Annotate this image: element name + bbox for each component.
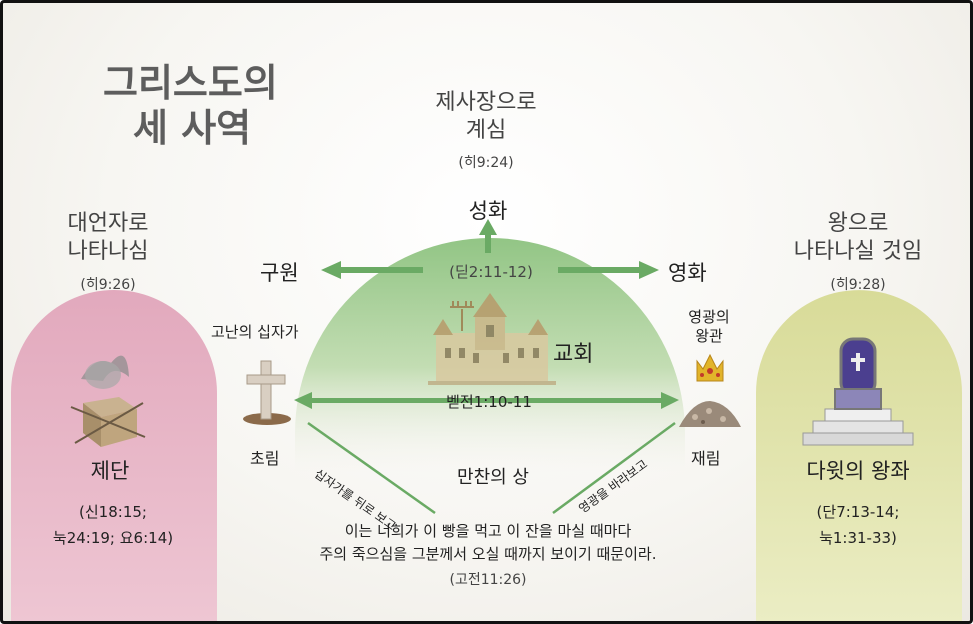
king-panel-refs-line2: 눅1:31-33) (819, 529, 897, 547)
priest-heading-line1: 제사장으로 (435, 90, 537, 115)
diag-line-right (552, 421, 676, 515)
main-title-line2: 세 사역 (133, 106, 252, 150)
altar-icon (70, 355, 146, 447)
prophet-panel-refs-line1: (신18:15; (79, 503, 147, 521)
church-illustration (428, 293, 556, 385)
glorification-label: 영화 (668, 261, 707, 285)
first-coming-label: 초림 (250, 449, 280, 468)
verse-line1: 이는 너희가 이 빵을 먹고 이 잔을 마실 때마다 (344, 522, 632, 540)
dome-reference: (딛2:11-12) (449, 263, 533, 281)
king-heading-line2: 나타나실 것임 (793, 239, 923, 264)
second-coming-label: 재림 (691, 449, 721, 468)
diag-line-left (307, 421, 436, 515)
prophet-reference: (히9:26) (80, 277, 136, 293)
menorah-icon (450, 301, 474, 331)
main-title-line1: 그리스도의 (103, 61, 278, 105)
altar-label: 제단 (90, 459, 130, 483)
throne-icon (802, 337, 914, 446)
up-arrow-head (479, 219, 497, 235)
verse-reference: (고전11:26) (449, 572, 527, 588)
prophet-heading-line2: 나타나심 (67, 239, 149, 264)
prophet-panel-refs-line2: 눅24:19; 요6:14) (52, 529, 174, 547)
crown-caption-line2: 왕관 (695, 327, 723, 345)
sanctification-label: 성화 (468, 199, 508, 223)
supper-label: 만찬의 상 (457, 467, 529, 488)
horizontal-reference: 벧전1:10-11 (446, 393, 532, 411)
left-arrow-head (321, 261, 341, 279)
priest-reference: (히9:24) (458, 155, 514, 171)
verse-line2: 주의 죽으심을 그분께서 오실 때까지 보이기 때문이라. (319, 545, 657, 563)
king-heading-line1: 왕으로 (827, 211, 889, 236)
prophet-heading-line1: 대언자로 (67, 211, 149, 236)
throne-label: 다윗의 왕좌 (806, 459, 910, 483)
king-panel (756, 290, 962, 621)
cross-icon (243, 360, 291, 425)
prophet-panel (11, 290, 217, 621)
horizontal-arrow-left-head (294, 392, 312, 409)
king-reference: (히9:28) (830, 277, 886, 293)
cross-caption: 고난의 십자가 (211, 323, 299, 341)
right-arrow-head (639, 261, 659, 279)
crown-caption-line1: 영광의 (688, 308, 730, 326)
rubble-icon (679, 401, 741, 427)
horizontal-arrow-right-head (661, 392, 679, 409)
priest-heading-line2: 계심 (465, 118, 507, 143)
diagram-graphics (11, 219, 962, 621)
salvation-label: 구원 (260, 261, 299, 285)
church-label: 교회 (553, 342, 594, 367)
crown-icon (696, 353, 724, 382)
king-panel-refs-line1: (단7:13-14; (816, 503, 900, 521)
